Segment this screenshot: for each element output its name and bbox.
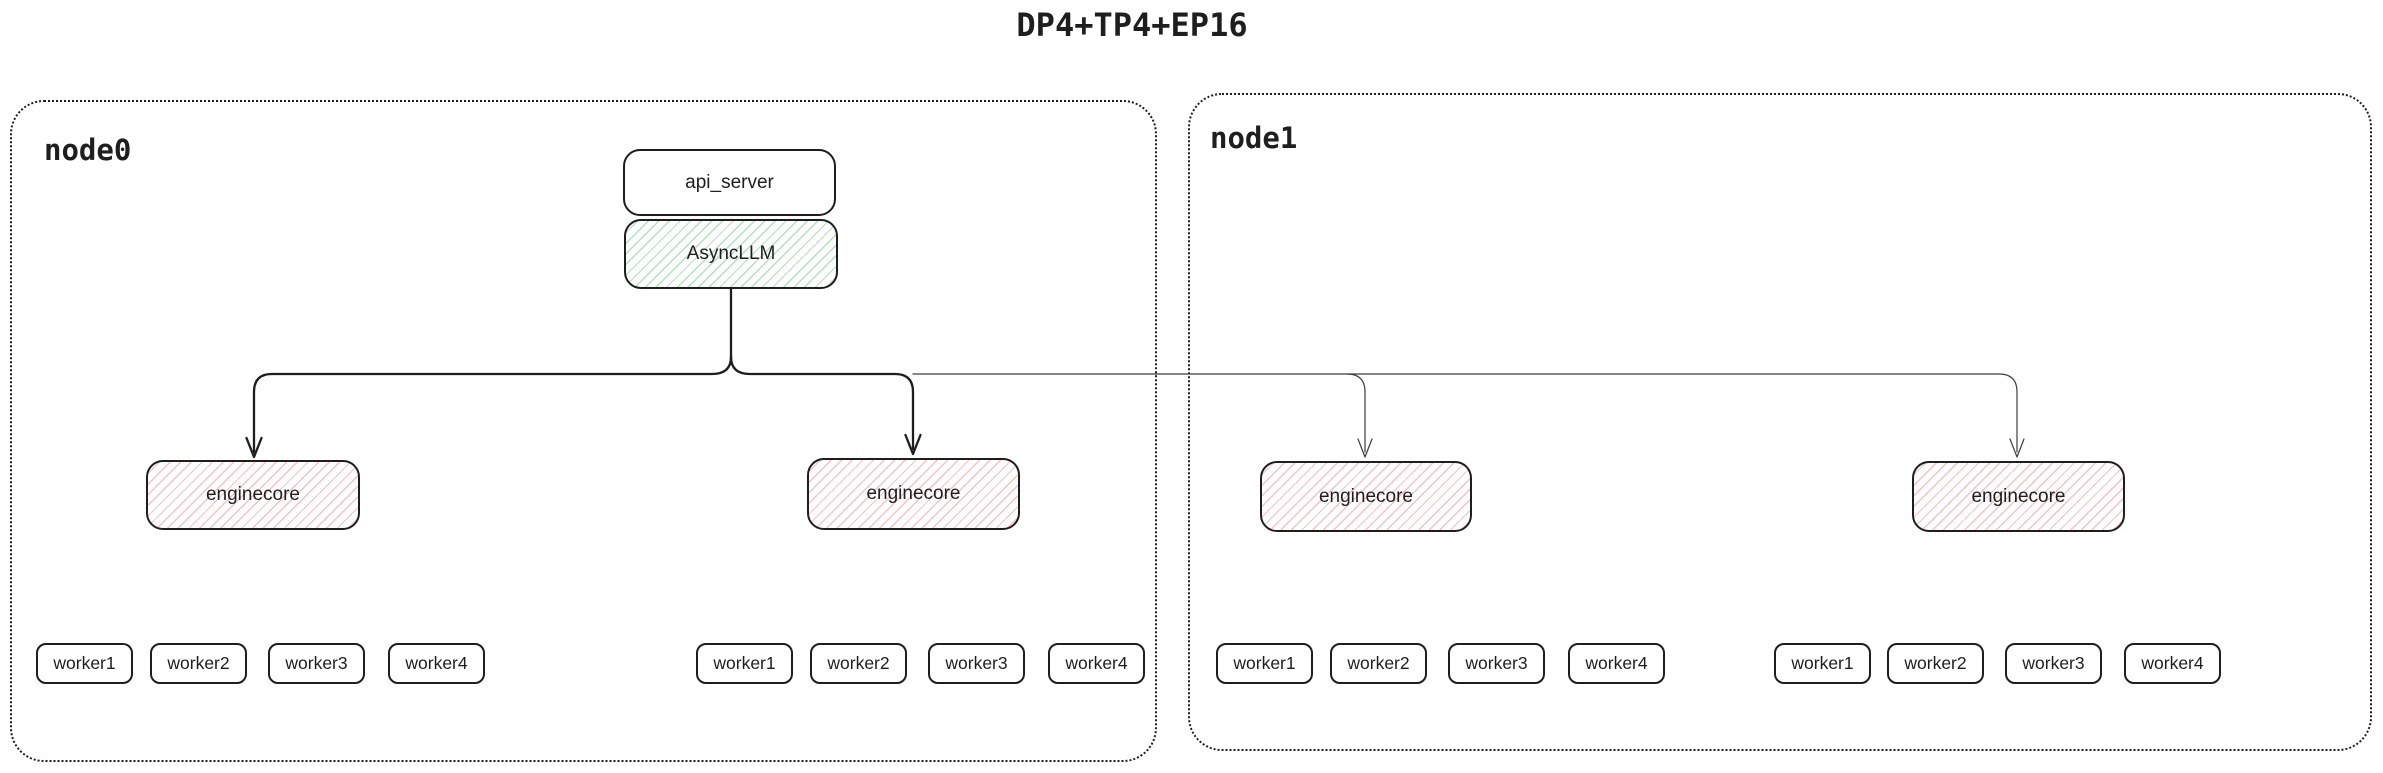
worker-box: worker1 [36, 643, 133, 684]
api-server-label: api_server [685, 171, 774, 193]
worker-box: worker2 [1887, 643, 1984, 684]
worker-box: worker2 [1330, 643, 1427, 684]
worker-box: worker3 [268, 643, 365, 684]
worker-label: worker2 [1904, 653, 1967, 673]
node0-label: node0 [44, 133, 132, 167]
worker-label: worker4 [2141, 653, 2204, 673]
worker-box: worker4 [388, 643, 485, 684]
worker-label: worker3 [285, 653, 348, 673]
worker-label: worker2 [827, 653, 890, 673]
worker-label: worker3 [2022, 653, 2085, 673]
enginecore4-label: enginecore [1971, 485, 2066, 507]
worker-box: worker3 [2005, 643, 2102, 684]
diagram-title: DP4+TP4+EP16 [1016, 6, 1248, 44]
enginecore3-label: enginecore [1318, 485, 1414, 507]
enginecore2-label: enginecore [866, 483, 961, 504]
enginecore3-box: enginecore [1260, 461, 1472, 532]
enginecore4-box: enginecore [1912, 461, 2125, 532]
worker-label: worker1 [1233, 653, 1296, 673]
worker-label: worker3 [945, 653, 1008, 673]
asyncllm-box: AsyncLLM [624, 219, 838, 289]
worker-label: worker1 [53, 653, 116, 673]
api-server-box: api_server [623, 149, 836, 216]
enginecore1-label: enginecore [205, 484, 301, 505]
asyncllm-label: AsyncLLM [686, 243, 776, 264]
worker-label: worker3 [1465, 653, 1528, 673]
worker-box: worker4 [2124, 643, 2221, 684]
worker-box: worker2 [150, 643, 247, 684]
worker-label: worker1 [1791, 653, 1854, 673]
worker-label: worker2 [167, 653, 230, 673]
worker-box: worker2 [810, 643, 907, 684]
worker-label: worker4 [1585, 653, 1648, 673]
worker-box: worker1 [1774, 643, 1871, 684]
worker-box: worker4 [1568, 643, 1665, 684]
worker-box: worker4 [1048, 643, 1145, 684]
worker-box: worker3 [1448, 643, 1545, 684]
worker-label: worker4 [405, 653, 468, 673]
worker-label: worker2 [1347, 653, 1410, 673]
worker-box: worker3 [928, 643, 1025, 684]
worker-label: worker1 [713, 653, 776, 673]
enginecore1-box: enginecore [146, 460, 360, 530]
enginecore2-box: enginecore [807, 458, 1020, 530]
worker-box: worker1 [1216, 643, 1313, 684]
node1-label: node1 [1210, 121, 1298, 155]
worker-box: worker1 [696, 643, 793, 684]
worker-label: worker4 [1065, 653, 1128, 673]
